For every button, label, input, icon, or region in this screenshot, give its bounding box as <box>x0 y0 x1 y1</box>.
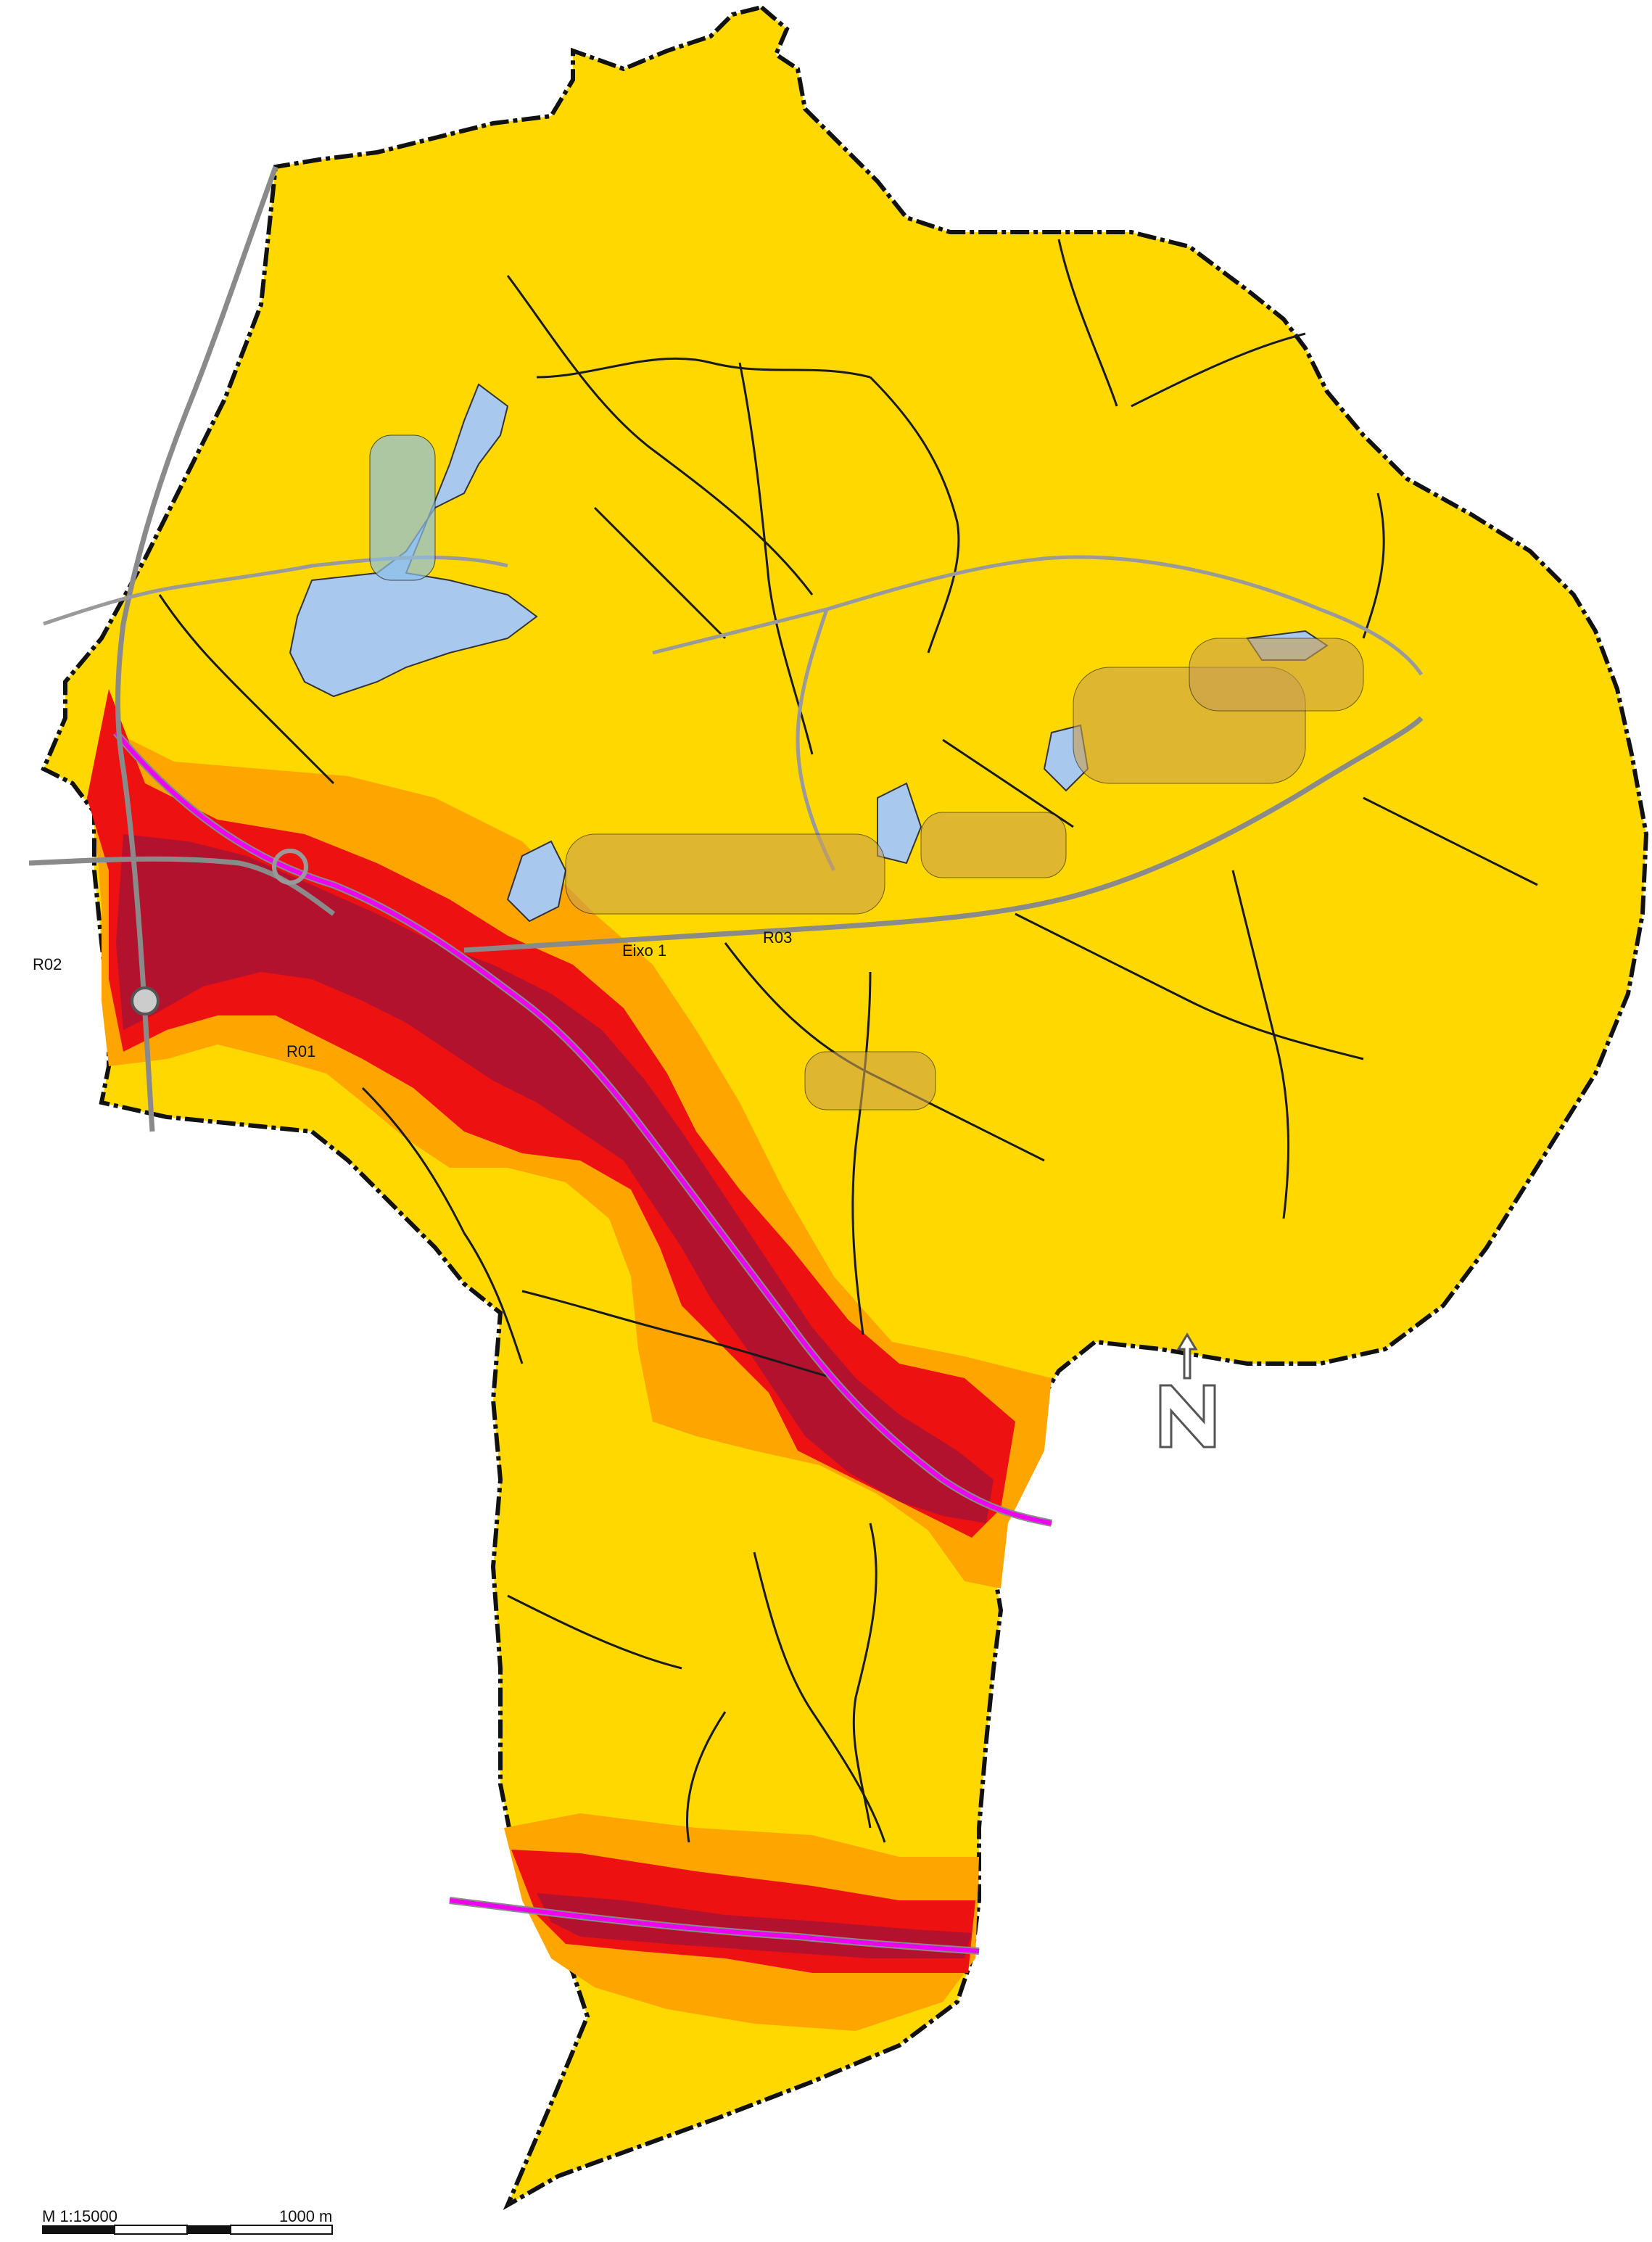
scale-ratio: M 1:15000 <box>42 2207 117 2225</box>
building-clusters <box>369 434 1364 1110</box>
label-eixo: Eixo 1 <box>622 941 667 960</box>
north-arrow-icon <box>1159 1332 1216 1448</box>
small-lake-1 <box>506 840 567 923</box>
roundabout-west <box>131 986 160 1015</box>
roundabout-interchange <box>272 849 308 885</box>
noise-zone-darkred <box>116 834 994 1523</box>
label-r03: R03 <box>763 928 793 947</box>
label-r02: R02 <box>33 955 62 973</box>
label-r01: R01 <box>286 1042 316 1060</box>
scale-bar <box>42 2225 333 2235</box>
scale-distance: 1000 m <box>279 2207 333 2225</box>
